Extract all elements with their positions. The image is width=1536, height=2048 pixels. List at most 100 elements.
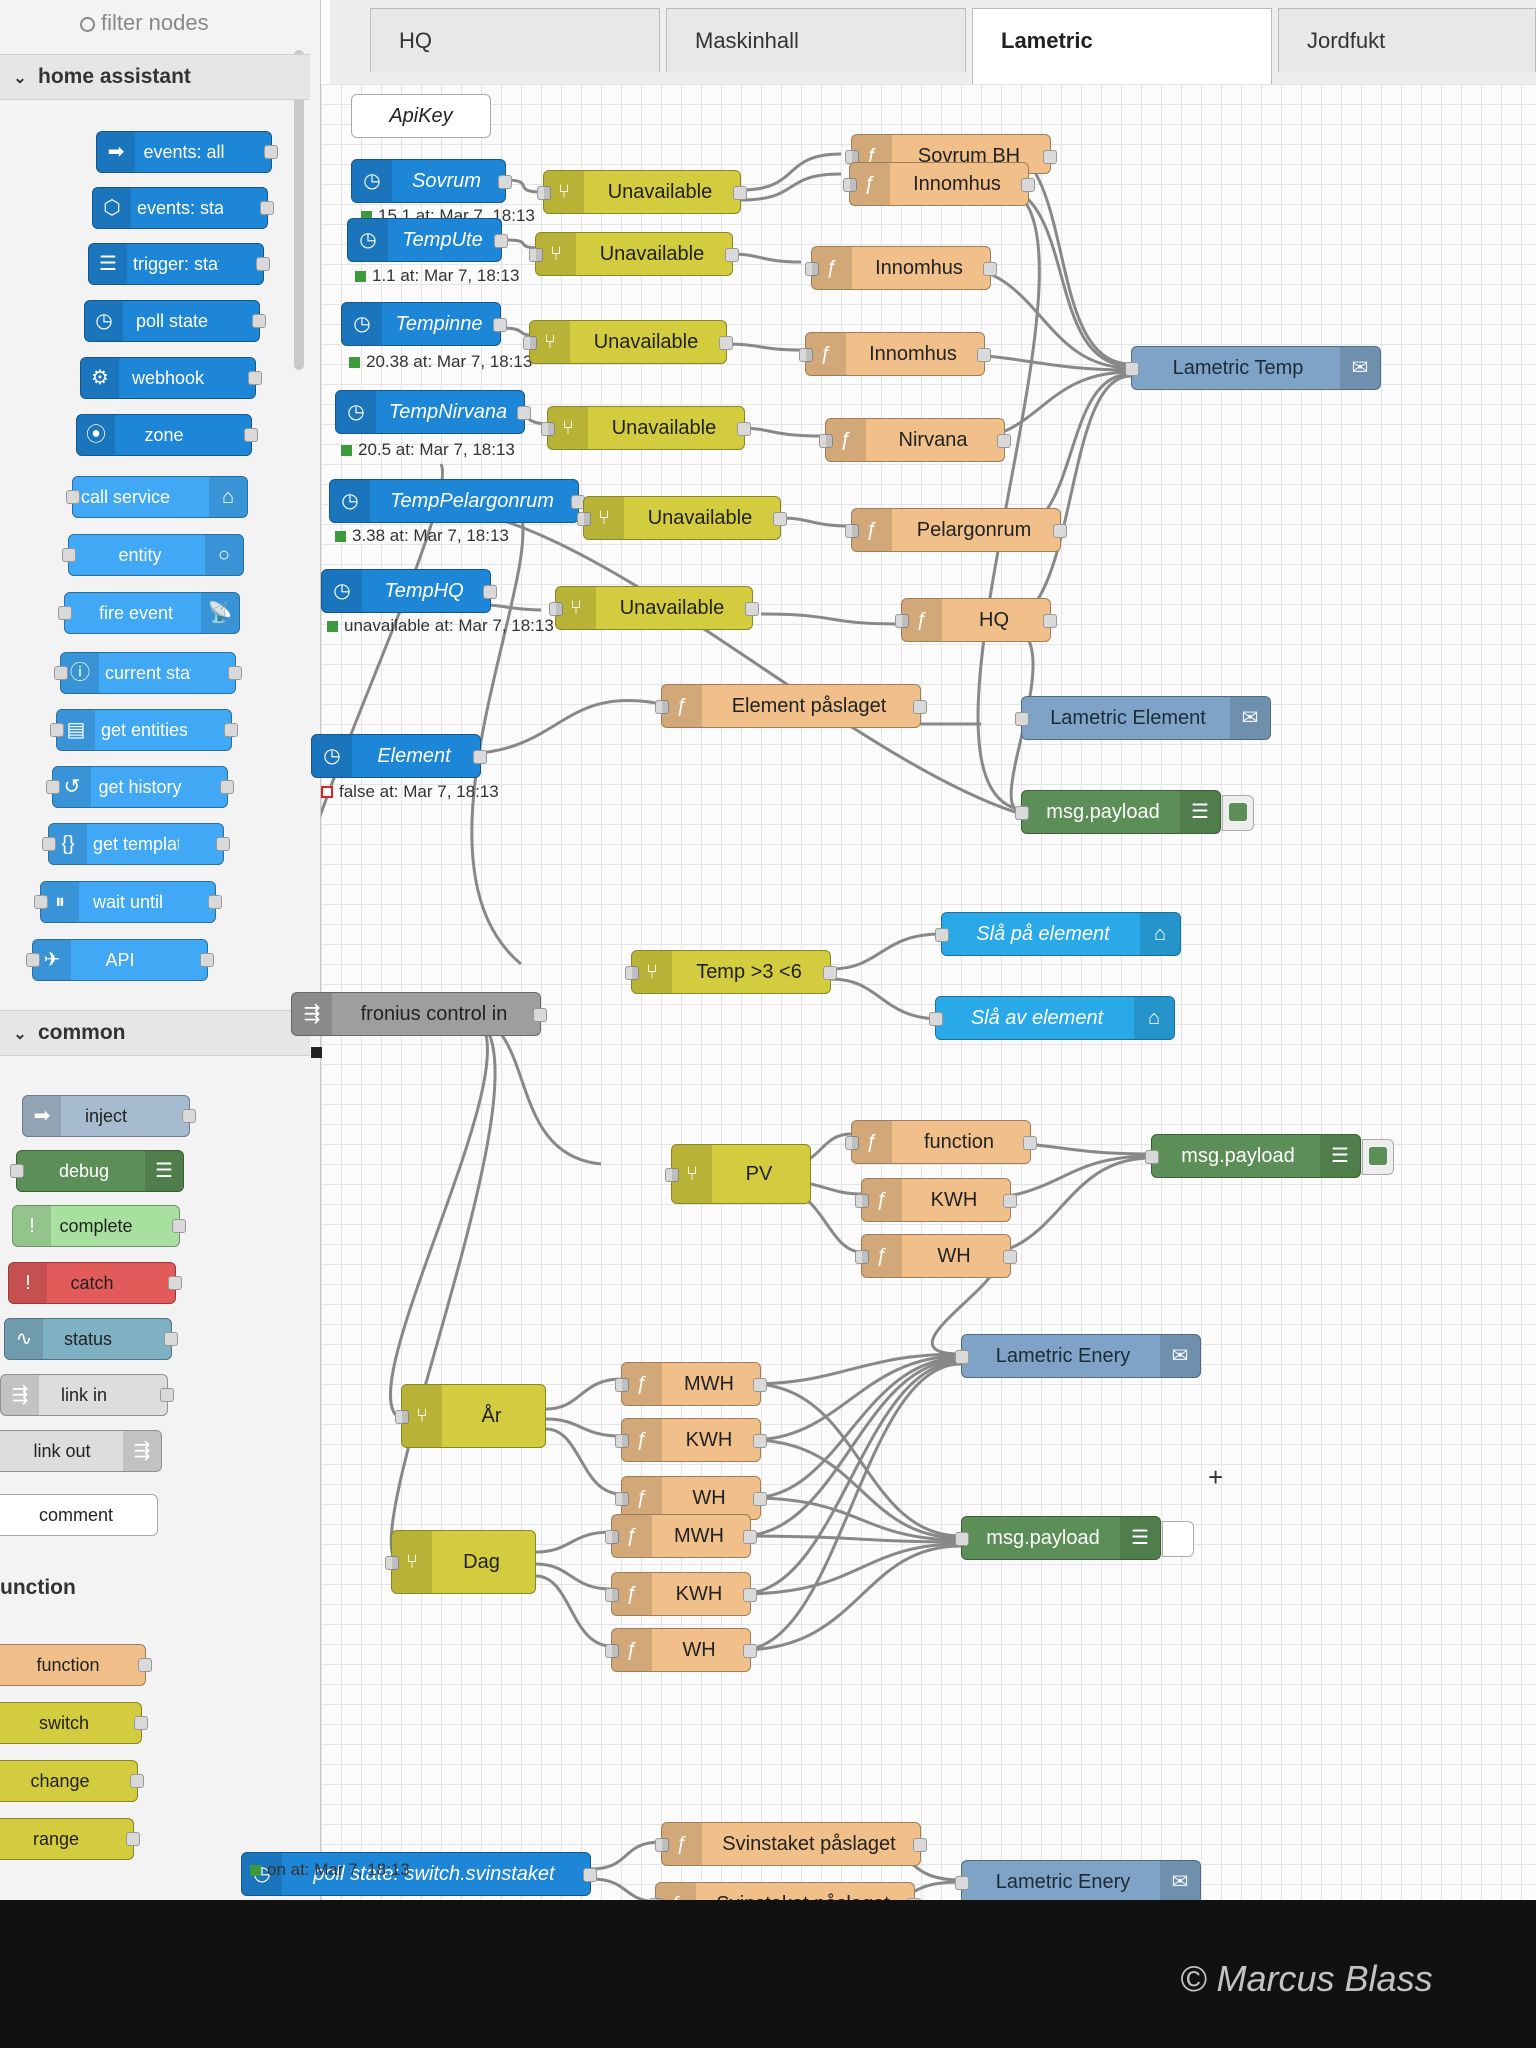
category-common[interactable]: ⌄common [0,1010,310,1056]
palette-node-fire-event[interactable]: fire event📡 [58,592,240,634]
palette-node-change[interactable]: change [0,1760,144,1802]
service-sla-pa-element[interactable]: Slå på element⌂ [935,912,1181,956]
service-sla-av-element[interactable]: Slå av element⌂ [929,996,1175,1040]
palette-node-trigger-state[interactable]: ☰trigger: state [88,243,270,285]
lametric-enery-2[interactable]: Lametric Enery✉ [955,1860,1201,1900]
debug-toggle-button[interactable] [1362,1139,1394,1175]
palette-node-range[interactable]: range [0,1818,140,1860]
flow-workspace[interactable]: ApiKey ◷Sovrum 15.1 at: Mar 7, 18:13 ◷Te… [241,84,1536,1900]
switch-unavailable-sovrum[interactable]: ⑂Unavailable [537,170,747,214]
palette-node-zone[interactable]: ⦿zone [76,414,258,456]
ha-node-temphq[interactable]: ◷TempHQ [321,569,497,613]
palette-node-get-entities[interactable]: ▤get entities [50,709,238,751]
switch-icon: ⑂ [548,407,588,449]
switch-unavailable-tempinne[interactable]: ⑂Unavailable [523,320,733,364]
tab-hq[interactable]: HQ [370,8,660,72]
palette-node-function[interactable]: function [0,1644,152,1686]
palette-node-complete[interactable]: !complete [12,1205,186,1247]
palette-node-call-service[interactable]: call service⌂ [66,476,248,518]
palette-node-webhook[interactable]: ⚙webhook [80,357,262,399]
switch-unavailable-temppelargonrum[interactable]: ⑂Unavailable [577,496,787,540]
palette-node-comment[interactable]: comment [0,1494,158,1536]
wire [389,1012,497,1566]
palette-node-debug[interactable]: debug☰ [10,1150,184,1192]
switch-ar[interactable]: ⑂År [395,1384,546,1448]
switch-pv[interactable]: ⑂PV [665,1144,811,1204]
switch-dag[interactable]: ⑂Dag [385,1530,536,1594]
lametric-enery-1[interactable]: Lametric Enery✉ [955,1334,1201,1378]
ha-node-tempinne[interactable]: ◷Tempinne [341,302,507,346]
tab-jordfukt[interactable]: Jordfukt [1278,8,1536,72]
palette-node-catch[interactable]: !catch [8,1262,182,1304]
ha-node-tempute[interactable]: ◷TempUte [347,218,508,262]
timer-icon: ◷ [312,735,352,777]
wire [740,152,842,192]
palette-node-entity[interactable]: entity○ [62,534,244,576]
palette-node-get-history[interactable]: ↺get history [46,766,234,808]
debug-msg-payload-3[interactable]: msg.payload☰ [955,1516,1194,1560]
ha-node-svinstaket[interactable]: ◷poll state: switch.svinstaket [241,1852,597,1896]
palette-node-status[interactable]: ∿status [4,1318,178,1360]
mail-icon: ✉ [1160,1861,1200,1900]
comment-apikey[interactable]: ApiKey [351,94,491,138]
palette-scrollbar[interactable] [294,50,304,370]
wire [740,1542,962,1596]
debug-msg-payload-1[interactable]: msg.payload☰ [1015,790,1254,834]
ha-node-tempnirvana[interactable]: ◷TempNirvana [335,390,531,434]
palette-node-inject[interactable]: ➡inject [22,1095,196,1137]
ha-node-element[interactable]: ◷Element [311,734,487,778]
router-icon: ⌂ [1140,913,1180,955]
tab-maskinhall[interactable]: Maskinhall [666,8,966,72]
debug-toggle-button[interactable] [1162,1521,1194,1557]
link-in-fronius-control[interactable]: ⇶fronius control in [291,992,547,1036]
tab-lametric[interactable]: Lametric [972,8,1272,85]
debug-toggle-button[interactable] [1222,795,1254,831]
palette-node-wait-until[interactable]: ⏸wait until [34,881,222,923]
switch-unavailable-tempute[interactable]: ⑂Unavailable [529,232,739,276]
filter-nodes-input[interactable]: filter nodes [80,6,310,40]
function-icon: ƒ [662,1823,702,1865]
status-tempnirvana: 20.5 at: Mar 7, 18:13 [341,440,515,460]
palette-node-poll-state[interactable]: ◷poll state [84,300,266,342]
palette-node-events-state[interactable]: ⬡events: state [92,187,274,229]
lametric-temp[interactable]: Lametric Temp✉ [1125,346,1381,390]
palette-node-switch[interactable]: switch [0,1702,148,1744]
function-icon: ƒ [612,1515,652,1557]
lametric-element[interactable]: Lametric Element✉ [1015,696,1271,740]
category-home-assistant[interactable]: ⌄home assistant [0,54,310,100]
palette-node-events-all[interactable]: ➡events: all [96,131,278,173]
ha-node-sovrum[interactable]: ◷Sovrum [351,159,512,203]
switch-unavailable-tempnirvana[interactable]: ⑂Unavailable [541,406,751,450]
switch-unavailable-temphq[interactable]: ⑂Unavailable [549,586,759,630]
wire [750,1356,962,1500]
palette-node-link-in[interactable]: ⇶link in [0,1374,174,1416]
wire [590,1840,662,1871]
timer-icon: ◷ [330,480,370,522]
debug-msg-payload-2[interactable]: msg.payload☰ [1145,1134,1394,1178]
category-function[interactable]: unction [0,1576,76,1599]
palette-node-api[interactable]: ✈API [26,939,214,981]
palette-node-link-out[interactable]: link out⇶ [0,1430,162,1472]
switch-temp-range[interactable]: ⑂Temp >3 <6 [625,950,837,994]
palette-node-get-template[interactable]: {}get template [42,823,230,865]
ha-node-temppelargonrum[interactable]: ◷TempPelargonrum [329,479,585,523]
